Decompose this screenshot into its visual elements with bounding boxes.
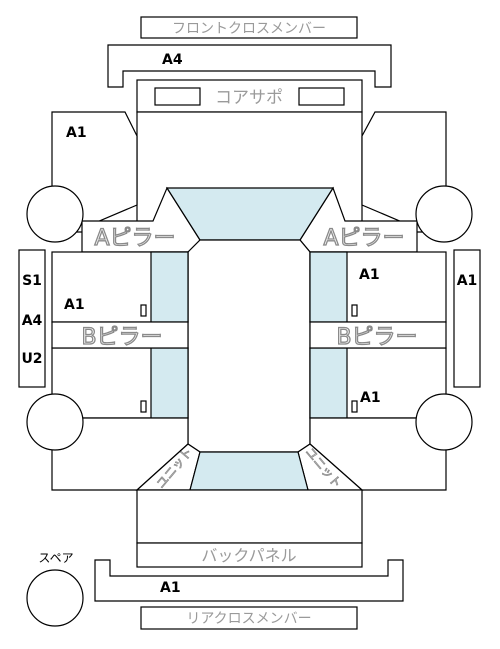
b-pillar-right[interactable] bbox=[309, 321, 447, 349]
rear-cross-member-code: A1 bbox=[160, 580, 181, 596]
back-panel-label: バックパネル bbox=[201, 546, 296, 565]
right-front-door-code: A1 bbox=[359, 267, 380, 283]
core-support-label: コアサポ bbox=[215, 88, 283, 108]
right-front-window[interactable] bbox=[309, 251, 348, 323]
left-sill-code-2: A4 bbox=[22, 313, 43, 329]
right-rear-window[interactable] bbox=[309, 347, 348, 419]
a-pillar-right-label: Aピラー bbox=[323, 226, 404, 251]
left-front-window[interactable] bbox=[150, 251, 189, 323]
back-panel[interactable] bbox=[136, 542, 363, 568]
front-cross-member[interactable] bbox=[107, 44, 392, 88]
left-sill[interactable] bbox=[18, 249, 46, 388]
rear-cross-member-label-box: リアクロスメンバー bbox=[140, 606, 358, 630]
front-cross-member-label: フロントクロスメンバー bbox=[172, 21, 326, 37]
rear-window[interactable] bbox=[189, 451, 309, 491]
tire-front-left[interactable] bbox=[26, 185, 84, 243]
roof[interactable] bbox=[187, 239, 311, 453]
left-rear-window[interactable] bbox=[150, 347, 189, 419]
left-sill-code-3: U2 bbox=[21, 351, 42, 367]
left-front-door-handle bbox=[140, 304, 147, 317]
front-cross-member-code: A4 bbox=[162, 52, 183, 68]
b-pillar-left-label: Bピラー bbox=[81, 325, 162, 350]
left-sill-code-1: S1 bbox=[22, 273, 42, 289]
b-pillar-right-label: Bピラー bbox=[336, 325, 417, 350]
right-rear-door-handle bbox=[351, 400, 358, 413]
front-cross-member-label-box: フロントクロスメンバー bbox=[140, 16, 358, 39]
spare-label: スペア bbox=[38, 551, 73, 565]
right-rear-door-code: A1 bbox=[360, 390, 381, 406]
tire-rear-left[interactable] bbox=[26, 393, 84, 451]
right-front-door-handle bbox=[351, 304, 358, 317]
rear-cross-member[interactable] bbox=[94, 559, 404, 602]
spare-tire[interactable] bbox=[26, 569, 84, 627]
b-pillar-left[interactable] bbox=[51, 321, 189, 349]
a-pillar-left-label: Aピラー bbox=[94, 226, 175, 251]
left-front-door-code: A1 bbox=[64, 297, 85, 313]
tire-rear-right[interactable] bbox=[415, 393, 473, 451]
left-rear-door-handle bbox=[140, 400, 147, 413]
rear-cross-member-label: リアクロスメンバー bbox=[186, 611, 311, 627]
right-sill-code: A1 bbox=[457, 273, 478, 289]
trunk[interactable] bbox=[136, 489, 363, 544]
core-support[interactable]: コアサポ bbox=[136, 79, 363, 113]
tire-front-right[interactable] bbox=[415, 185, 473, 243]
right-sill[interactable] bbox=[453, 249, 481, 388]
front-left-fender-code: A1 bbox=[66, 125, 87, 141]
